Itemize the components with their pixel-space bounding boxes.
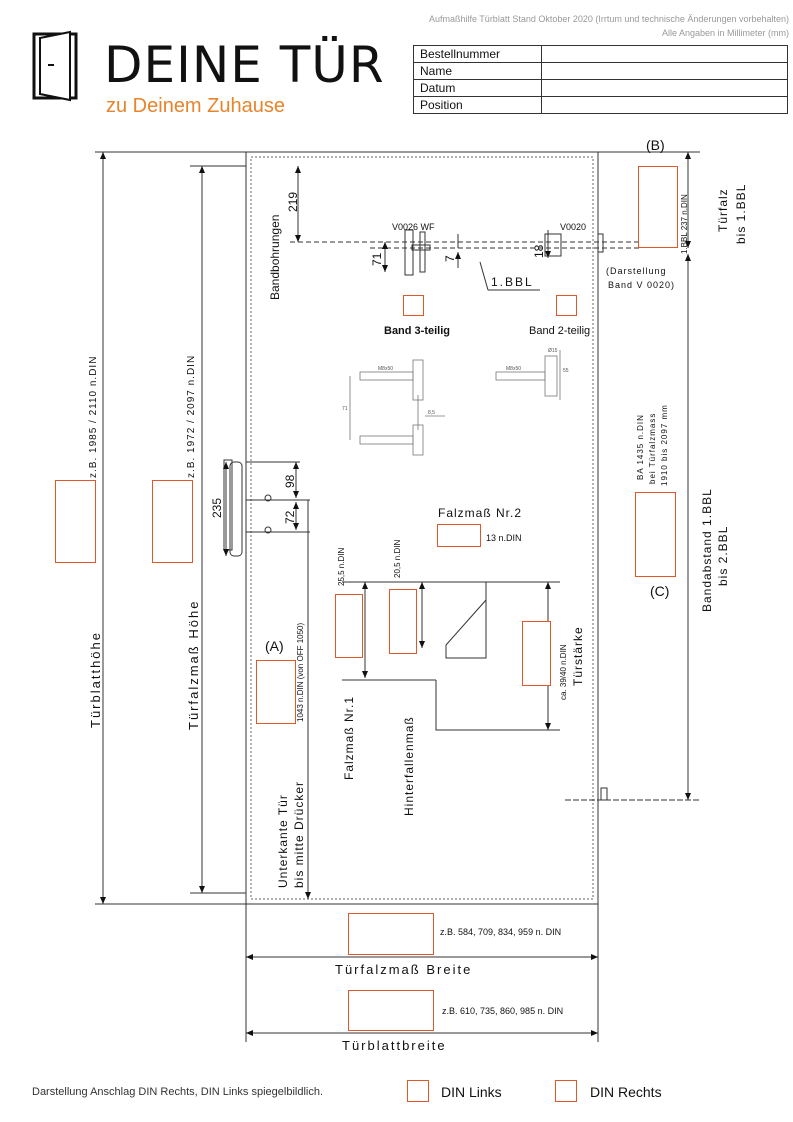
din-rechts-checkbox[interactable] [555, 1080, 577, 1102]
tuerstaerke-input[interactable] [522, 621, 551, 686]
dim-7: 7 [443, 255, 457, 262]
bandabstand-input[interactable] [635, 492, 676, 577]
tuerstaerke-dim: ca. 39/40 n.DIN [559, 644, 568, 700]
order-table: Bestellnummer Name Datum Position [413, 45, 788, 114]
unterkante-label-1: Unterkante Tür [276, 794, 290, 888]
bandbohrungen-label: Bandbohrungen [268, 214, 282, 300]
hinge3-offset: 8,5 [428, 410, 435, 416]
falzmass2-label: Falzmaß Nr.2 [438, 506, 523, 520]
brand-slogan: zu Deinem Zuhause [106, 95, 285, 117]
hinge2-thread: M8x50 [506, 366, 522, 372]
door-logo-icon [32, 30, 78, 102]
band3-label: Band 3-teilig [384, 325, 451, 337]
falz-breite-input[interactable] [348, 913, 434, 955]
dim-72: 72 [283, 510, 297, 524]
dim-71: 71 [370, 252, 384, 266]
bandabstand-label-2: bis 2.BBL [716, 525, 730, 586]
falzmass1-input[interactable] [335, 594, 363, 658]
falzmass1-dim: 25,5 n.DIN [337, 547, 346, 586]
hinge2-diameter: Ø15 [548, 348, 558, 354]
falz-breite-example: z.B. 584, 709, 834, 959 n. DIN [440, 927, 562, 937]
drucker-hoehe-input[interactable] [256, 660, 296, 724]
tuerfalz-dim: 1.BBL 237 n.DIN [680, 194, 689, 254]
tuerblatthoehe-input[interactable] [55, 480, 96, 563]
falzmass2-dim: 13 n.DIN [486, 533, 522, 543]
drucker-dim: 1043 n.DIN (von OFF 1050) [296, 622, 305, 722]
tuerfalz-label-2: bis 1.BBL [734, 183, 748, 244]
bandabstand-label-1: Bandabstand 1.BBL [700, 488, 714, 612]
ba-note-3: 1910 bis 2097 mm [660, 404, 669, 486]
hinge3-thread: M8x50 [378, 366, 394, 372]
unterkante-label-2: bis mitte Drücker [292, 780, 306, 888]
order-value-field[interactable] [541, 96, 788, 114]
dim-18: 18 [532, 244, 546, 258]
tuerfalzhoehe-label: Türfalzmaß Höhe [186, 599, 201, 730]
din-rechts-label: DIN Rechts [590, 1084, 662, 1100]
falz-breite-label: Türfalzmaß Breite [335, 962, 473, 977]
brand-name: DEINE TÜR [104, 36, 385, 94]
darstellung-label-1: (Darstellung [606, 266, 667, 276]
hinterfallenmass-label: Hinterfallenmaß [402, 716, 416, 816]
falzmass1-label: Falzmaß Nr.1 [342, 695, 356, 780]
v0026-label: V0026 WF [392, 222, 435, 232]
din-links-checkbox[interactable] [407, 1080, 429, 1102]
dim-219: 219 [286, 191, 300, 212]
hinge2-height: 55 [563, 368, 569, 374]
tuerfalz-label-1: Türfalz [716, 188, 730, 232]
din-links-label: DIN Links [441, 1084, 502, 1100]
ba-note-2: bei Türfalzmass [648, 412, 657, 484]
order-row-position: Position [413, 96, 788, 114]
marker-c: (C) [650, 583, 670, 599]
tuerstaerke-label: Türstärke [571, 626, 585, 686]
dim-98: 98 [283, 474, 297, 488]
ba-note-1: BA 1435 n.DIN [636, 414, 645, 480]
marker-b: (B) [646, 137, 665, 153]
order-label: Datum [413, 79, 542, 97]
bbl-label: 1.BBL [491, 275, 534, 289]
band3-checkbox[interactable] [403, 295, 424, 316]
marker-a: (A) [265, 638, 284, 654]
hinterfallen-dim: 20,5 n.DIN [393, 539, 402, 578]
dim-235: 235 [210, 497, 224, 518]
v0020-label: V0020 [560, 222, 587, 232]
tuerfalzhoehe-example: z.B. 1972 / 2097 n.DIN [186, 354, 197, 478]
darstellung-label-2: Band V 0020) [608, 280, 676, 290]
falzmass2-input[interactable] [437, 524, 481, 547]
hinge3-height: 71 [342, 406, 348, 412]
blatt-breite-input[interactable] [348, 990, 434, 1031]
tuerfalzhoehe-input[interactable] [152, 480, 193, 563]
blatt-breite-example: z.B. 610, 735, 860, 985 n. DIN [442, 1006, 564, 1016]
footer-note: Darstellung Anschlag DIN Rechts, DIN Lin… [32, 1086, 324, 1098]
order-label: Bestellnummer [413, 45, 542, 63]
band2-label: Band 2-teilig [529, 325, 591, 337]
tuerfalz-bbl-input[interactable] [638, 166, 678, 248]
disclaimer-note: Aufmaßhilfe Türblatt Stand Oktober 2020 … [428, 14, 789, 24]
tuerblatthoehe-example: z.B. 1985 / 2110 n.DIN [88, 355, 99, 478]
tuerblatthoehe-label: Türblatthöhe [88, 631, 103, 728]
band2-checkbox[interactable] [556, 295, 577, 316]
blatt-breite-label: Türblattbreite [342, 1038, 447, 1053]
hinterfallenmass-input[interactable] [389, 589, 417, 654]
order-row-bestellnummer: Bestellnummer [413, 45, 788, 63]
order-label: Position [413, 96, 542, 114]
units-note: Alle Angaben in Millimeter (mm) [661, 28, 789, 38]
